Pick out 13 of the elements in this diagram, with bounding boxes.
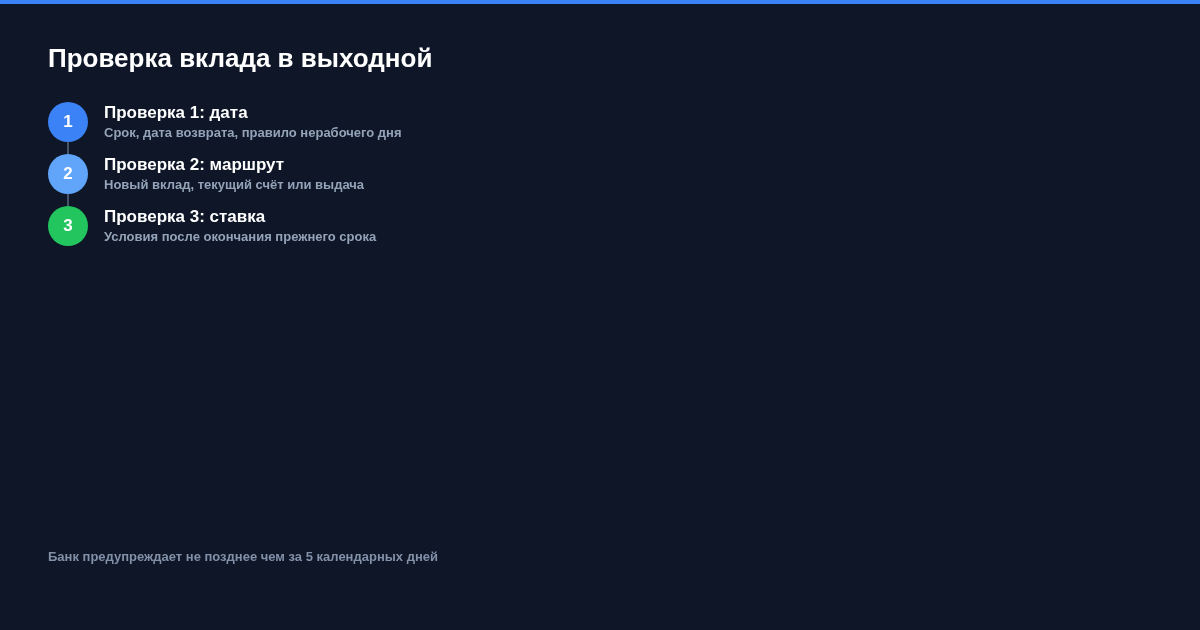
step-number-badge: 1 [48,102,88,142]
step-number-badge: 3 [48,206,88,246]
connector-line [67,193,69,207]
step-description: Срок, дата возврата, правило нерабочего дня [104,125,402,141]
step-heading: Проверка 3: ставка [104,207,266,227]
connector-line [67,141,69,155]
step-heading: Проверка 2: маршрут [104,155,285,175]
footnote: Банк предупреждает не позднее чем за 5 календарных дней [48,549,438,565]
title: Проверка вклада в выходной [48,42,433,75]
step-number-badge: 2 [48,154,88,194]
step-description: Условия после окончания прежнего срока [104,229,377,245]
step-heading: Проверка 1: дата [104,103,248,123]
step-description: Новый вклад, текущий счёт или выдача [104,177,365,193]
